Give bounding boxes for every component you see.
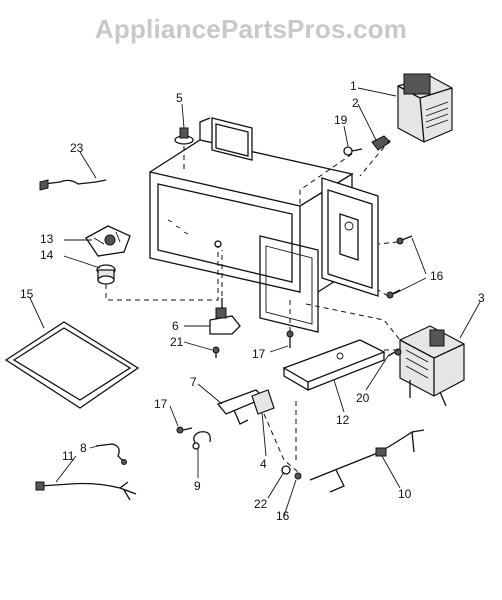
callout-21: 21 [170, 335, 184, 349]
callout-16: 16 [276, 509, 290, 523]
callout-6: 6 [172, 319, 179, 333]
callout-2: 2 [352, 96, 359, 110]
part-wire-23 [39, 179, 107, 191]
callout-12: 12 [336, 413, 350, 427]
callout-1: 1 [350, 79, 357, 93]
callout-7: 7 [190, 375, 197, 389]
callout-15: 15 [20, 287, 34, 301]
callout-8: 8 [80, 441, 87, 455]
assembly-lines [105, 139, 401, 473]
part-tray [4, 321, 140, 409]
callout-14: 14 [40, 248, 54, 262]
leader-lines [29, 87, 481, 517]
part-coupling [96, 264, 116, 285]
part-bracket [282, 339, 386, 392]
callout-10: 10 [398, 487, 412, 501]
watermark: AppliancePartsPros.com [94, 14, 408, 44]
part-capacitor [216, 389, 275, 425]
callout-4: 4 [260, 457, 267, 471]
part-transformer [397, 73, 453, 143]
callout-22: 22 [254, 497, 268, 511]
part-hardware-22-16 [281, 465, 302, 480]
callout-17: 17 [252, 347, 266, 361]
part-screw-17-lower [176, 426, 193, 434]
part-screw-17 [286, 330, 294, 348]
callout-13: 13 [40, 232, 54, 246]
part-wire-8 [95, 443, 127, 465]
callout-5: 5 [176, 91, 183, 105]
part-harness-10 [309, 429, 425, 493]
callout-3: 3 [478, 291, 485, 305]
part-diode-bracket [343, 135, 391, 156]
part-stirrer [85, 225, 131, 257]
part-stirrer-motor [209, 298, 241, 335]
part-wire-11 [35, 481, 137, 501]
part-diode-wire [192, 431, 211, 450]
part-magnetron [399, 325, 465, 407]
part-screw-21 [212, 346, 220, 358]
callout-9: 9 [194, 479, 201, 493]
callout-11: 11 [62, 449, 75, 463]
callout-labels: 1 2 19 5 23 13 14 15 6 21 17 16 3 20 12 … [20, 79, 485, 523]
part-screws-16 [386, 235, 413, 299]
callout-18: 16 [430, 269, 444, 283]
callout-19: 19 [334, 113, 348, 127]
callout-17-lower: 17 [154, 397, 168, 411]
callout-23: 23 [70, 141, 84, 155]
callout-20: 20 [356, 391, 370, 405]
part-thermal-cutoff [174, 127, 194, 145]
part-side-plate [321, 177, 379, 297]
